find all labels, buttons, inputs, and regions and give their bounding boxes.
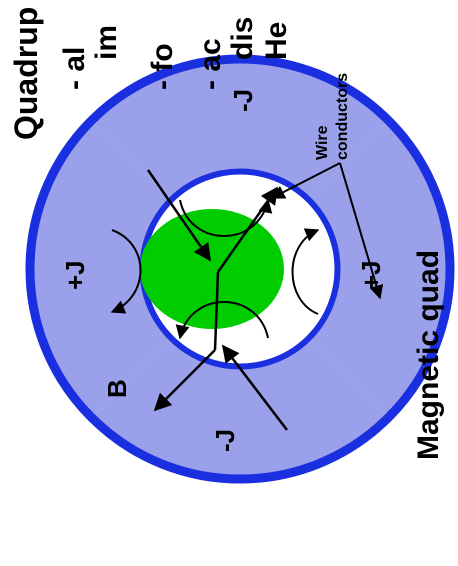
current-label-bottom: -J xyxy=(210,428,240,452)
wire-label-line-2: conductors xyxy=(334,72,351,160)
bullet-line-4: - ac xyxy=(194,38,227,90)
field-loops xyxy=(110,198,320,340)
force-arrows xyxy=(146,169,288,431)
bullet-line-5: dis xyxy=(226,16,259,60)
bullet-line-2: im xyxy=(90,24,123,60)
field-loop-left xyxy=(110,229,142,314)
field-loop-right xyxy=(291,228,320,315)
force-arrow-in-2 xyxy=(221,344,288,431)
field-label-b: B xyxy=(102,379,132,398)
current-label-right: +J xyxy=(356,260,386,290)
beam-ellipse xyxy=(140,209,284,329)
bullet-line-6: He xyxy=(260,21,293,60)
force-arrow-in-1 xyxy=(146,169,212,262)
field-loop-bottom xyxy=(175,301,269,340)
conductor-left xyxy=(29,120,172,418)
force-arrow-cross xyxy=(213,271,220,351)
conductor-bottom xyxy=(91,337,389,480)
wire-label-line-1: Wire xyxy=(314,125,331,160)
conductor-sectors xyxy=(29,58,451,480)
wire-leaders xyxy=(270,162,384,300)
wire-leader-1 xyxy=(270,162,341,199)
force-arrow-out-2 xyxy=(153,349,216,412)
bullet-line-1: - al xyxy=(58,46,91,90)
caption-magnetic-quad: Magnetic quad xyxy=(412,249,445,460)
title-text: Quadrup xyxy=(8,6,44,140)
bullet-line-3: - fo xyxy=(146,43,179,90)
outer-ring xyxy=(25,54,455,484)
conductor-right xyxy=(308,120,451,418)
field-loop-top xyxy=(179,198,273,237)
force-arrow-out-1 xyxy=(216,186,279,273)
wire-leader-2 xyxy=(339,162,384,300)
current-label-left: +J xyxy=(60,260,90,290)
conductor-top xyxy=(91,58,389,201)
current-label-top: -J xyxy=(228,88,258,112)
